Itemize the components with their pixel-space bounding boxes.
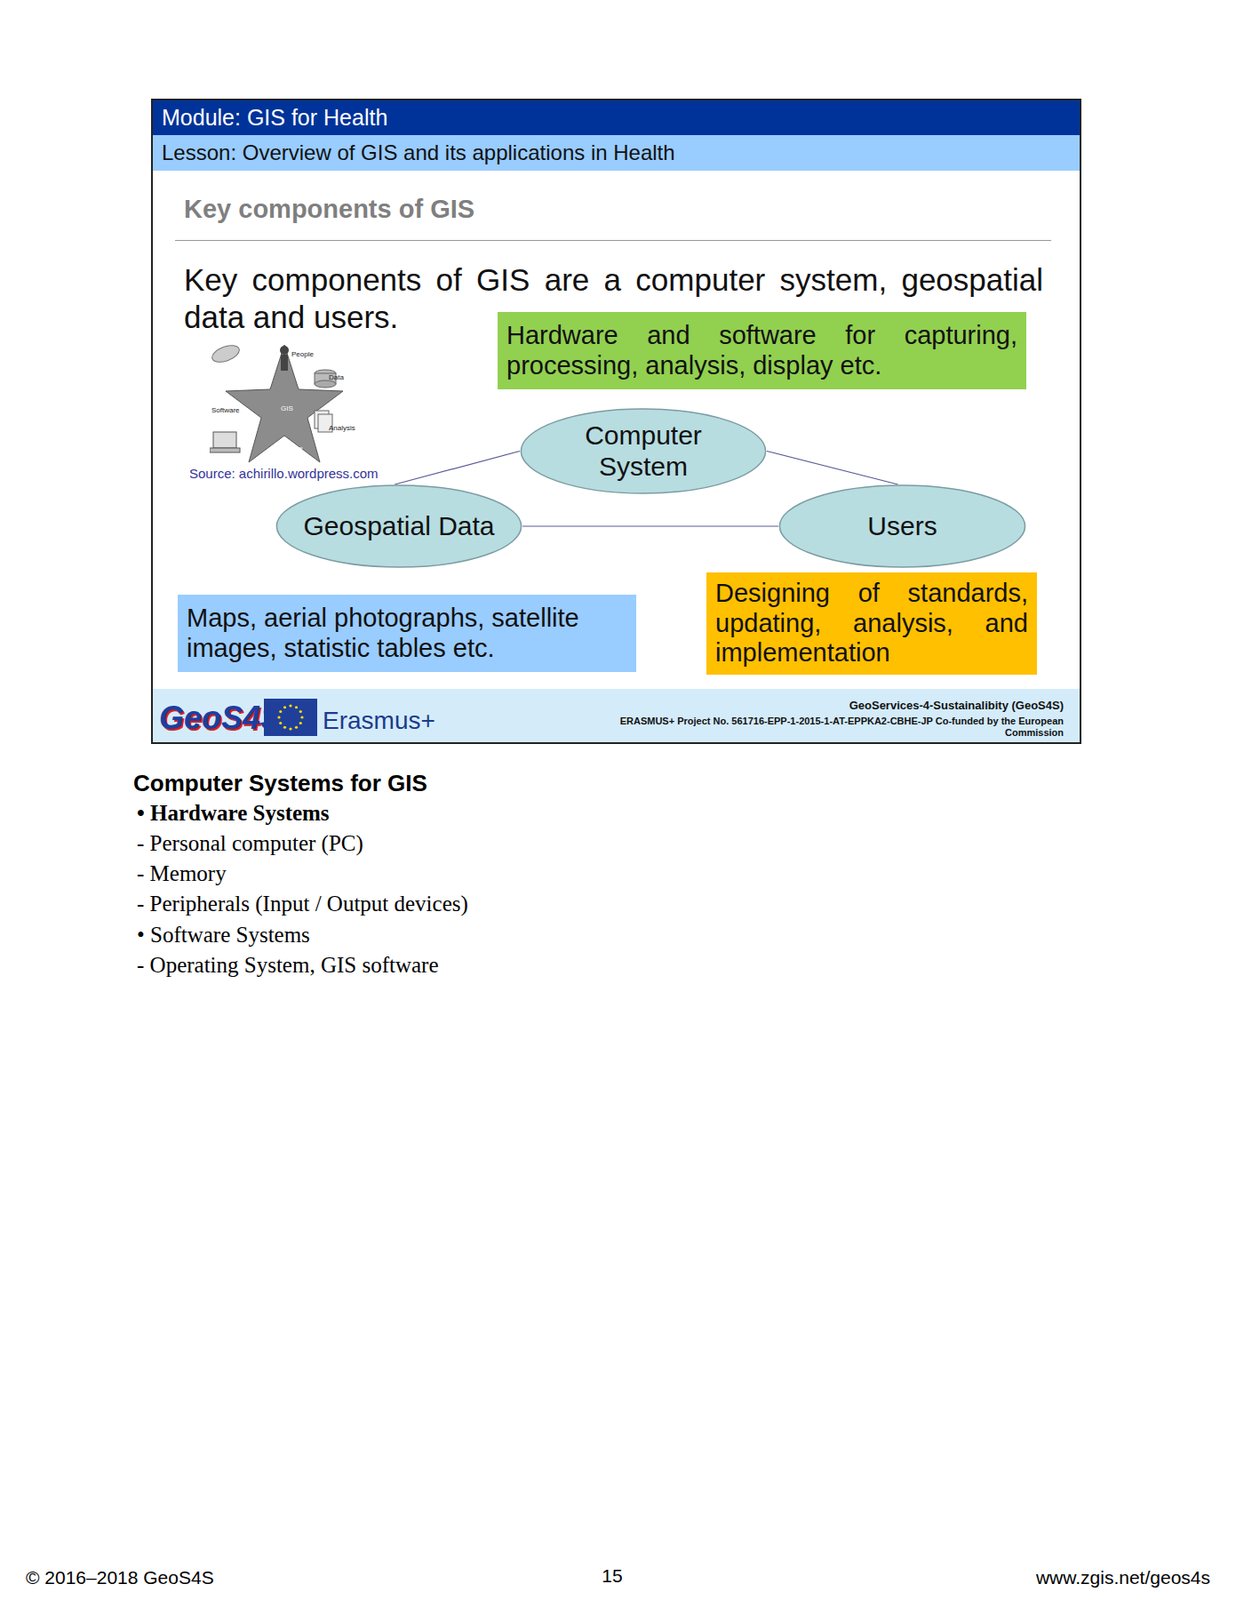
source-note: Source: achirillo.wordpress.com	[189, 465, 379, 482]
star-label: Hardware	[271, 444, 304, 454]
page-footer: www.zgis.net/geos4s	[1036, 1565, 1211, 1588]
heading-rule	[175, 239, 1052, 241]
connector-line	[522, 525, 779, 527]
sub-item: - Peripherals (Input / Output devices)	[136, 890, 469, 918]
project-number: ERASMUS+ Project No. 561716-EPP-1-2015-1…	[614, 715, 1064, 738]
page-number: 15	[601, 1563, 622, 1587]
bullet-item: • Software Systems	[136, 921, 311, 949]
star-label: GIS	[280, 404, 294, 414]
flag-star	[288, 703, 292, 707]
node-text: Users	[796, 510, 1009, 543]
page-footer: © 2016–2018 GeoS4S	[25, 1565, 215, 1588]
star-label: People	[291, 350, 314, 359]
sub-item: - Memory	[136, 860, 227, 887]
lesson-band: Lesson: Overview of GIS and its applicat…	[152, 135, 1080, 171]
section-heading: Computer Systems for GIS	[133, 769, 428, 798]
note-box: Hardware and software for capturing, pro…	[497, 311, 1027, 390]
ellipse-shape	[779, 485, 1025, 567]
node-text: Maps, aerial photographs, satellite imag…	[186, 603, 628, 663]
node-text: Module: GIS for Health	[161, 104, 1071, 131]
module-band: Module: GIS for Health	[152, 100, 1080, 136]
node-text: Hardware and software for capturing, pro…	[506, 320, 1018, 381]
project-name: GeoServices-4-Sustainalibity (GeoS4S)	[614, 699, 1064, 713]
logo-text: Erasmus+	[322, 705, 436, 736]
flag-star	[300, 715, 304, 718]
flag-star	[279, 721, 282, 725]
component-ellipse: Computer System	[519, 407, 767, 495]
flag-star	[299, 709, 303, 713]
sub-item: - Personal computer (PC)	[136, 829, 364, 857]
ellipse-shape	[520, 408, 766, 494]
connector-line	[766, 451, 899, 486]
ellipse-shape	[276, 485, 521, 567]
intro-text: Key components of GIS are a computer sys…	[183, 261, 1044, 336]
connector-line	[394, 451, 520, 486]
star-label: Analysis	[328, 423, 356, 433]
node-text: Computer System	[537, 420, 750, 482]
flag-star	[295, 705, 298, 709]
component-ellipse: Geospatial Data	[275, 484, 523, 568]
flag-star	[288, 726, 292, 730]
eu-flag	[263, 698, 318, 736]
component-ellipse: Users	[778, 484, 1027, 568]
node-text: Designing of standards, updating, analys…	[715, 578, 1029, 668]
slide-heading: Key components of GIS	[183, 194, 475, 224]
node-text: Lesson: Overview of GIS and its applicat…	[161, 140, 1071, 166]
sub-item: - Operating System, GIS software	[136, 951, 439, 979]
flag-star	[283, 705, 287, 709]
node-text: Geospatial Data	[293, 510, 505, 543]
flag-star	[299, 721, 303, 725]
note-box: Maps, aerial photographs, satellite imag…	[177, 594, 637, 672]
flag-star	[279, 709, 282, 713]
flag-star	[277, 715, 280, 718]
star-label: Data	[328, 373, 344, 383]
flag-star	[283, 725, 287, 729]
note-box: Designing of standards, updating, analys…	[706, 572, 1037, 675]
bullet-item: • Hardware Systems	[136, 799, 330, 827]
flag-star	[295, 725, 298, 729]
logo-text: GeoS4S	[159, 698, 282, 737]
star-label: Software	[211, 406, 240, 415]
